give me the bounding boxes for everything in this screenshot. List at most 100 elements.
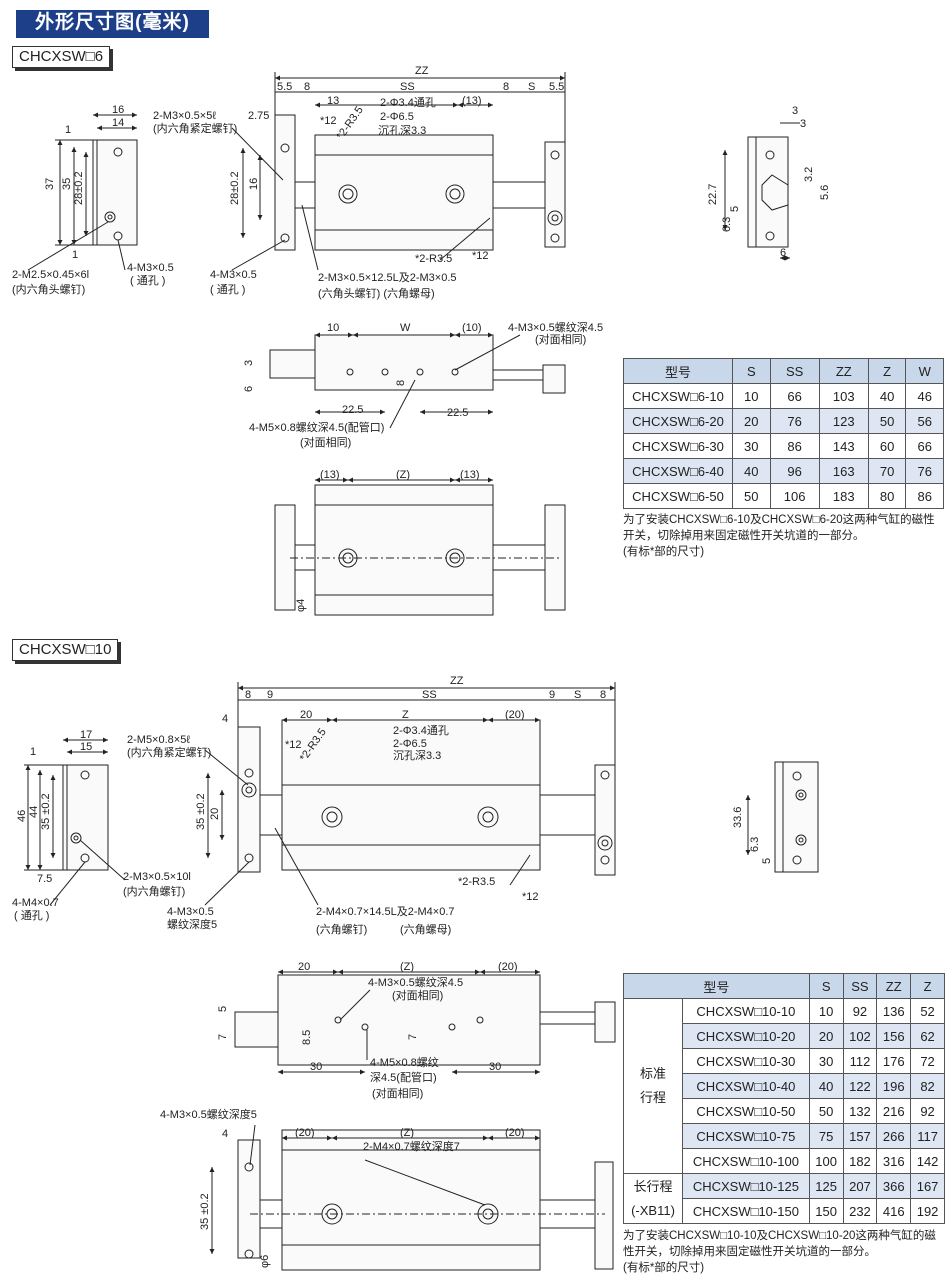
table-cell: 80 <box>867 483 907 509</box>
dim-label: 7 <box>407 1034 419 1040</box>
dim-label: 22.5 <box>447 407 468 419</box>
page-title: 外形尺寸图(毫米) <box>16 10 209 36</box>
dim-label: 1 <box>72 249 78 261</box>
dim-label: 1 <box>30 746 36 758</box>
callout: ( 通孔 ) <box>130 274 165 287</box>
callout: 深4.5(配管口) <box>370 1070 437 1084</box>
callout: 2-M5×0.8×5ℓ <box>127 734 190 746</box>
dim-label: 20 <box>209 808 221 820</box>
callout: 2-M2.5×0.45×6l <box>12 269 89 281</box>
dim-label: 22.5 <box>342 404 363 416</box>
dim-label: 5.5 <box>549 81 564 93</box>
table-cell: 82 <box>910 1073 945 1099</box>
table-cell: 192 <box>910 1198 945 1224</box>
table-cell: 182 <box>842 1148 878 1174</box>
table-cell: CHCXSW□6-10 <box>623 383 733 409</box>
dim-label: 5 <box>761 858 773 864</box>
footnote-line: 性开关，切除掉用来固定磁性开关坑道的一部分。 <box>623 1246 876 1258</box>
dim-label: 3 <box>792 105 798 117</box>
dim-label: 33.6 <box>732 807 744 828</box>
dim-label: S <box>574 689 581 701</box>
table-cell: CHCXSW□10-75 <box>682 1123 810 1149</box>
table-cell: CHCXSW□6-40 <box>623 458 733 484</box>
table-cell: 46 <box>905 383 944 409</box>
dim-label: 7.5 <box>37 873 52 885</box>
dim-label: SS <box>422 689 437 701</box>
dim-label: *2-R3.5 <box>458 876 495 888</box>
dim-label: 13 <box>327 95 339 107</box>
callout: (六角螺钉) <box>316 923 367 936</box>
table-cell: 86 <box>905 483 944 509</box>
dim-label: SS <box>400 81 415 93</box>
top-view-10 <box>234 969 616 1075</box>
callout: 2-Φ6.5 <box>380 111 414 123</box>
table-cell: 232 <box>842 1198 878 1224</box>
dim-label: 35 <box>61 178 73 190</box>
dim-label: 17 <box>80 729 92 741</box>
table-cell: 62 <box>910 1023 945 1049</box>
dim-label: 5.6 <box>819 185 831 200</box>
dim-label: (13) <box>460 469 480 481</box>
table-cell: 125 <box>808 1173 844 1199</box>
dim-label: 3 <box>243 360 255 366</box>
dim-label: 8 <box>304 81 310 93</box>
table-cell: CHCXSW□6-20 <box>623 408 733 434</box>
callout: 沉孔深3.3 <box>378 124 426 137</box>
dim-label: (Z) <box>396 469 410 481</box>
dim-label: (13) <box>320 469 340 481</box>
table-header: SS <box>769 358 820 384</box>
dim-label: 35 ±0.2 <box>40 793 52 830</box>
dim-label: 8 <box>245 689 251 701</box>
dim-label: *12 <box>522 891 539 903</box>
dim-label: φ6 <box>259 1255 271 1268</box>
table-cell: 50 <box>867 408 907 434</box>
dim-label: 4 <box>222 713 228 725</box>
table-cell: 92 <box>842 998 878 1024</box>
dim-label: (Z) <box>400 1127 414 1139</box>
dim-label: 30 <box>489 1061 501 1073</box>
table-cell: 52 <box>910 998 945 1024</box>
dim-label: 5.5 <box>277 81 292 93</box>
table-cell: 66 <box>769 383 820 409</box>
callout: 2-M4×0.7螺纹深度7 <box>363 1139 460 1153</box>
table-cell: 96 <box>769 458 820 484</box>
callout: 4-M3×0.5螺纹深4.5 <box>508 320 603 334</box>
table-cell: 72 <box>910 1048 945 1074</box>
dim-label: *12 <box>285 739 302 751</box>
table-header: SS <box>842 973 878 999</box>
bottom-view-6 <box>274 477 566 616</box>
dim-label: 9 <box>267 689 273 701</box>
dim-label: 16 <box>248 178 260 190</box>
table-header-row: 型号 S SS ZZ Z <box>623 973 945 999</box>
footnote-line: (有标*部的尺寸) <box>623 546 705 558</box>
table-cell: 266 <box>876 1123 912 1149</box>
callout: 2-M3×0.5×12.5L及2-M3×0.5 <box>318 272 457 284</box>
dim-label: 30 <box>310 1061 322 1073</box>
dim-label: W <box>400 322 411 334</box>
table-cell: 142 <box>910 1148 945 1174</box>
table-cell: 30 <box>808 1048 844 1074</box>
group-label-long: 长行程 (-XB11) <box>623 1173 683 1224</box>
callout: 2-M3×0.5×5ℓ <box>153 110 216 122</box>
dim-label: (10) <box>462 322 482 334</box>
callout: 4-M3×0.5螺纹深度5 <box>160 1107 257 1121</box>
table-cell: 216 <box>876 1098 912 1124</box>
table-cell: CHCXSW□10-100 <box>682 1148 810 1174</box>
dim-label: 14 <box>112 117 124 129</box>
dim-label: (20) <box>295 1127 315 1139</box>
table-cell: 40 <box>808 1073 844 1099</box>
dim-label: 44 <box>28 806 40 818</box>
table-cell: 76 <box>769 408 820 434</box>
table-header: Z <box>867 358 907 384</box>
callout: (内六角头螺钉) <box>12 282 85 296</box>
